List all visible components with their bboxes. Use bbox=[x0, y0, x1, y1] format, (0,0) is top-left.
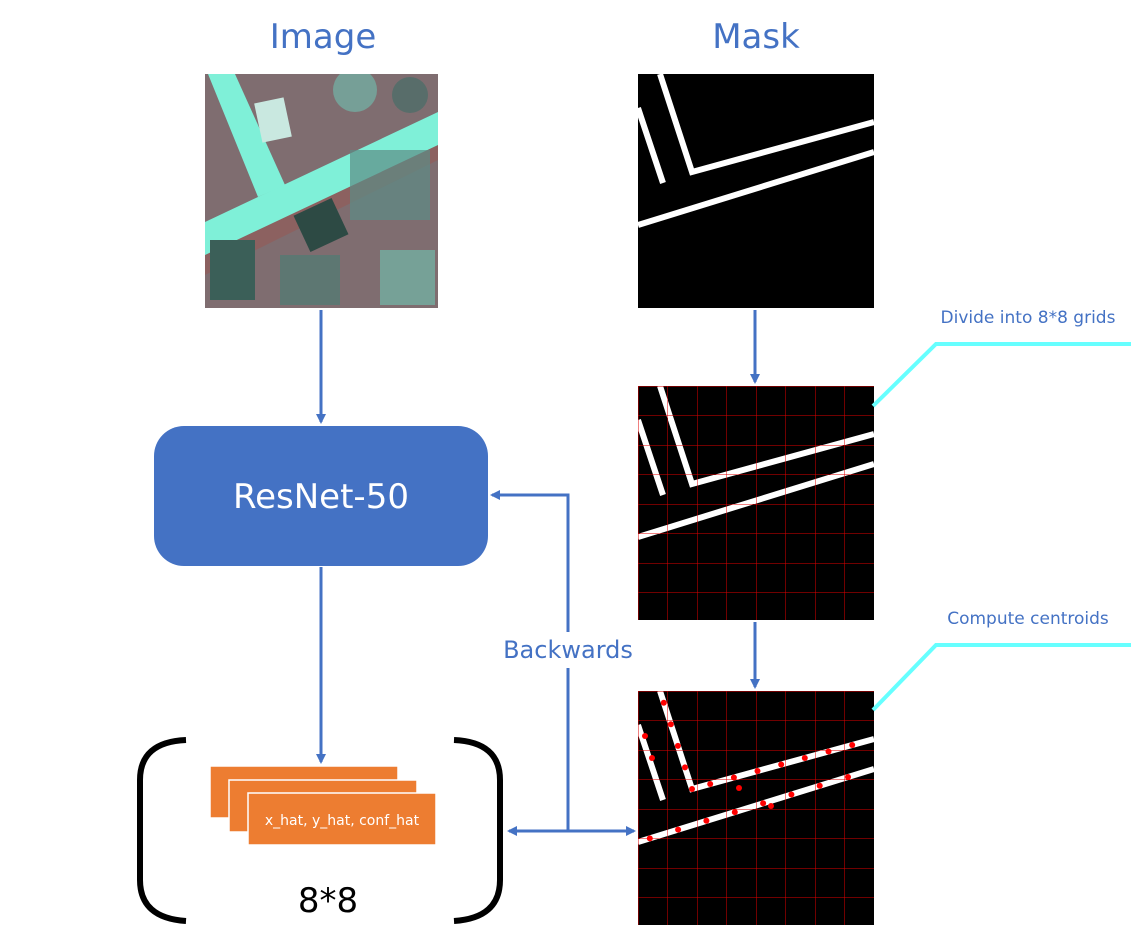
centroid-dot bbox=[788, 791, 795, 798]
centroid-callout-line bbox=[871, 643, 1131, 712]
centroid-dot bbox=[731, 809, 738, 816]
centroid-dot bbox=[849, 742, 856, 748]
grid-size-label: 8*8 bbox=[298, 881, 358, 921]
divide-callout-line bbox=[871, 342, 1131, 408]
centroid-mask-image bbox=[638, 691, 874, 925]
centroid-dot bbox=[801, 755, 808, 761]
resnet-label: ResNet-50 bbox=[233, 477, 409, 517]
image-heading: Image bbox=[270, 17, 376, 57]
centroid-dot bbox=[649, 755, 655, 761]
centroid-dot bbox=[736, 785, 742, 791]
left-bracket bbox=[137, 737, 187, 924]
centroid-points bbox=[642, 699, 856, 842]
centroid-dot bbox=[816, 782, 823, 789]
aerial-image bbox=[205, 74, 438, 308]
centroid-dot bbox=[642, 733, 648, 739]
mask-heading: Mask bbox=[712, 17, 800, 57]
divide-annotation: Divide into 8*8 grids bbox=[941, 308, 1116, 328]
centroid-dot bbox=[707, 781, 714, 787]
mask-image bbox=[638, 74, 874, 308]
backwards-label: Backwards bbox=[503, 636, 633, 664]
output-card-label: x_hat, y_hat, conf_hat bbox=[265, 813, 420, 829]
centroid-dot bbox=[760, 800, 767, 807]
resnet-block bbox=[154, 426, 488, 566]
centroid-dot bbox=[682, 764, 688, 771]
output-card-front bbox=[247, 792, 437, 846]
centroid-dot bbox=[778, 761, 785, 768]
centroid-dot bbox=[689, 786, 695, 792]
backwards-label-bg bbox=[498, 632, 638, 668]
centroid-dot bbox=[754, 768, 761, 774]
centroid-dot bbox=[660, 699, 667, 706]
centroid-dot bbox=[667, 721, 674, 728]
centroid-dot bbox=[675, 826, 682, 833]
centroid-dot bbox=[845, 774, 851, 780]
centroid-annotation: Compute centroids bbox=[947, 609, 1109, 629]
centroid-dot bbox=[703, 817, 710, 824]
centroid-dot bbox=[768, 803, 774, 809]
gridded-mask-image bbox=[638, 386, 874, 620]
centroid-dot bbox=[825, 748, 832, 755]
right-bracket bbox=[453, 737, 503, 924]
centroid-dot bbox=[674, 742, 681, 749]
centroid-dot bbox=[730, 774, 737, 781]
centroid-dot bbox=[646, 835, 653, 842]
backwards-arrow bbox=[490, 490, 570, 831]
